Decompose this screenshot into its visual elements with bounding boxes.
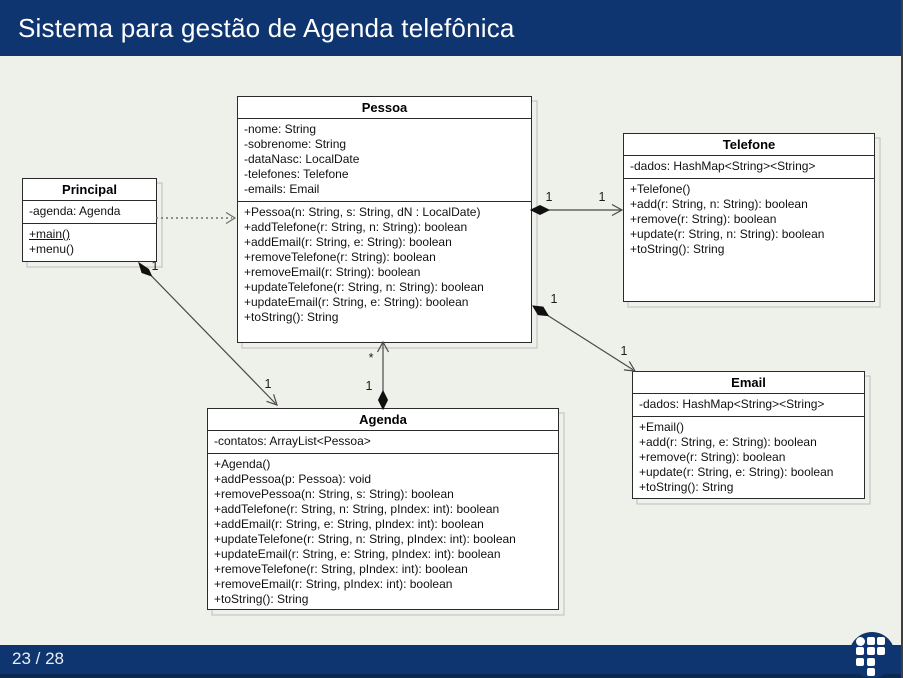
class-email-attributes: -dados: HashMap<String><String> (633, 394, 864, 417)
if-logo-square (877, 636, 885, 645)
member-line: +updateEmail(r: String, e: String): bool… (244, 295, 469, 309)
member-line: +updateEmail(r: String, e: String, pInde… (214, 547, 501, 561)
member-line: +Agenda() (214, 457, 271, 471)
multiplicity-label: 1 (366, 379, 373, 393)
member-line: +addTelefone(r: String, n: String): bool… (244, 220, 468, 234)
class-email-name: Email (633, 372, 864, 394)
member-line: +add(r: String, e: String): boolean (639, 435, 817, 449)
class-telefone: Telefone -dados: HashMap<String><String>… (623, 133, 875, 302)
composition-diamond-icon (377, 389, 389, 411)
open-arrowhead-icon (376, 340, 390, 353)
member-line: +update(r: String, e: String): boolean (639, 465, 834, 479)
page-indicator: 23 / 28 (12, 649, 64, 668)
member-line: +addPessoa(p: Pessoa): void (214, 472, 372, 486)
member-line: +toString(): String (630, 242, 725, 256)
member-line: -dataNasc: LocalDate (244, 152, 360, 166)
footer-accent-strip (0, 674, 903, 678)
class-principal-attributes: -agenda: Agenda (23, 201, 156, 224)
dependency-principal-pessoa (156, 211, 237, 225)
member-line: +update(r: String, n: String): boolean (630, 227, 825, 241)
member-line: +Telefone() (630, 182, 691, 196)
multiplicity-label: 1 (599, 190, 606, 204)
member-line: +main() (29, 227, 71, 241)
member-line: +removePessoa(n: String, s: String): boo… (214, 487, 454, 501)
open-arrowhead-icon (611, 203, 624, 217)
member-line: +remove(r: String): boolean (630, 212, 777, 226)
member-line: -telefones: Telefone (244, 167, 349, 181)
class-agenda-methods: +Agenda()+addPessoa(p: Pessoa): void+rem… (208, 454, 558, 611)
if-logo-square (856, 647, 864, 655)
member-line: -agenda: Agenda (29, 204, 121, 218)
member-line: +removeTelefone(r: String): boolean (244, 250, 436, 264)
member-line: +remove(r: String): boolean (639, 450, 786, 464)
open-arrowhead-icon (266, 394, 278, 406)
composition-agenda-pessoa: 1 * (366, 340, 390, 411)
member-line: +toString(): String (639, 480, 734, 494)
footer-bar: 23 / 28 (0, 645, 903, 678)
member-line: -dados: HashMap<String><String> (630, 159, 816, 173)
member-line: -dados: HashMap<String><String> (639, 397, 825, 411)
member-line: +toString(): String (244, 310, 339, 324)
composition-diamond-icon (138, 261, 153, 277)
multiplicity-label: 1 (265, 377, 272, 391)
member-line: +menu() (29, 242, 75, 256)
member-line: +Email() (639, 420, 685, 434)
member-line: +add(r: String, n: String): boolean (630, 197, 808, 211)
title-bar: Sistema para gestão de Agenda telefônica (0, 0, 903, 56)
class-agenda-name: Agenda (208, 409, 558, 431)
composition-pessoa-email: 1 1 (532, 292, 637, 372)
composition-diamond-icon (529, 204, 551, 216)
if-logo-square (877, 647, 885, 655)
open-arrowhead-icon (225, 211, 237, 225)
if-logo-square (856, 657, 864, 666)
member-line: +removeEmail(r: String, pIndex: int): bo… (214, 577, 453, 591)
class-telefone-name: Telefone (624, 134, 874, 156)
member-line: -contatos: ArrayList<Pessoa> (214, 434, 371, 448)
member-line: +updateTelefone(r: String, n: String): b… (244, 280, 484, 294)
member-line: -nome: String (244, 122, 317, 136)
multiplicity-label: * (369, 351, 374, 365)
if-logo (849, 632, 895, 678)
member-line: +Pessoa(n: String, s: String, dN : Local… (244, 205, 481, 219)
screen-right-border (901, 0, 903, 678)
member-line: +removeTelefone(r: String, pIndex: int):… (214, 562, 468, 576)
class-email: Email -dados: HashMap<String><String> +E… (632, 371, 865, 499)
multiplicity-label: 1 (621, 344, 628, 358)
member-line: +addTelefone(r: String, n: String, pInde… (214, 502, 500, 516)
class-principal: Principal -agenda: Agenda +main()+menu() (22, 178, 157, 262)
class-agenda-attributes: -contatos: ArrayList<Pessoa> (208, 431, 558, 454)
composition-pessoa-telefone: 1 1 (529, 190, 624, 217)
if-logo-square (866, 647, 875, 655)
member-line: +addEmail(r: String, e: String, pIndex: … (214, 517, 484, 531)
class-email-methods: +Email()+add(r: String, e: String): bool… (633, 417, 864, 499)
class-principal-methods: +main()+menu() (23, 224, 156, 261)
multiplicity-label: 1 (551, 292, 558, 306)
class-pessoa-methods: +Pessoa(n: String, s: String, dN : Local… (238, 202, 531, 342)
class-pessoa: Pessoa -nome: String-sobrenome: String-d… (237, 96, 532, 343)
class-telefone-attributes: -dados: HashMap<String><String> (624, 156, 874, 179)
member-line: +removeEmail(r: String): boolean (244, 265, 421, 279)
member-line: +toString(): String (214, 592, 309, 606)
class-principal-name: Principal (23, 179, 156, 201)
class-pessoa-attributes: -nome: String-sobrenome: String-dataNasc… (238, 119, 531, 202)
member-line: -sobrenome: String (244, 137, 347, 151)
multiplicity-label: 1 (546, 190, 553, 204)
open-arrowhead-icon (623, 361, 637, 372)
member-line: +addEmail(r: String, e: String): boolean (244, 235, 452, 249)
class-agenda: Agenda -contatos: ArrayList<Pessoa> +Age… (207, 408, 559, 610)
if-logo-dot (855, 636, 865, 646)
member-line: +updateTelefone(r: String, n: String, pI… (214, 532, 516, 546)
if-logo-square (866, 657, 875, 666)
member-line: -emails: Email (244, 182, 320, 196)
if-logo-square (866, 668, 875, 676)
composition-diamond-icon (532, 305, 550, 317)
if-logo-square (866, 636, 875, 645)
class-pessoa-name: Pessoa (238, 97, 531, 119)
slide-title: Sistema para gestão de Agenda telefônica (18, 12, 515, 43)
association-line (547, 315, 634, 371)
class-telefone-methods: +Telefone()+add(r: String, n: String): b… (624, 179, 874, 301)
